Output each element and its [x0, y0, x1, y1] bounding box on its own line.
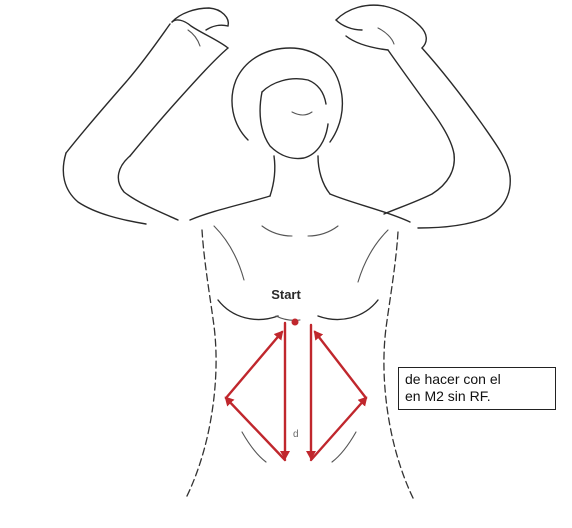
- note-line-2: en M2 sin RF.: [405, 388, 549, 405]
- note-line-1: de hacer con el: [405, 371, 549, 388]
- midline-label: d: [293, 429, 299, 440]
- start-label: Start: [271, 287, 301, 302]
- left-arm-outline: [63, 8, 228, 224]
- arrow-upper-right-diagonal: [315, 332, 366, 398]
- head-outline: [232, 48, 342, 196]
- torso-outline: [186, 194, 414, 500]
- arrow-upper-left-diagonal: [226, 332, 282, 398]
- arrow-lower-right-diagonal: [311, 398, 366, 460]
- start-dot: [292, 319, 299, 326]
- right-arm-outline: [336, 5, 510, 228]
- note-box: de hacer con el en M2 sin RF.: [398, 367, 556, 410]
- arrow-lower-left-diagonal: [226, 398, 285, 460]
